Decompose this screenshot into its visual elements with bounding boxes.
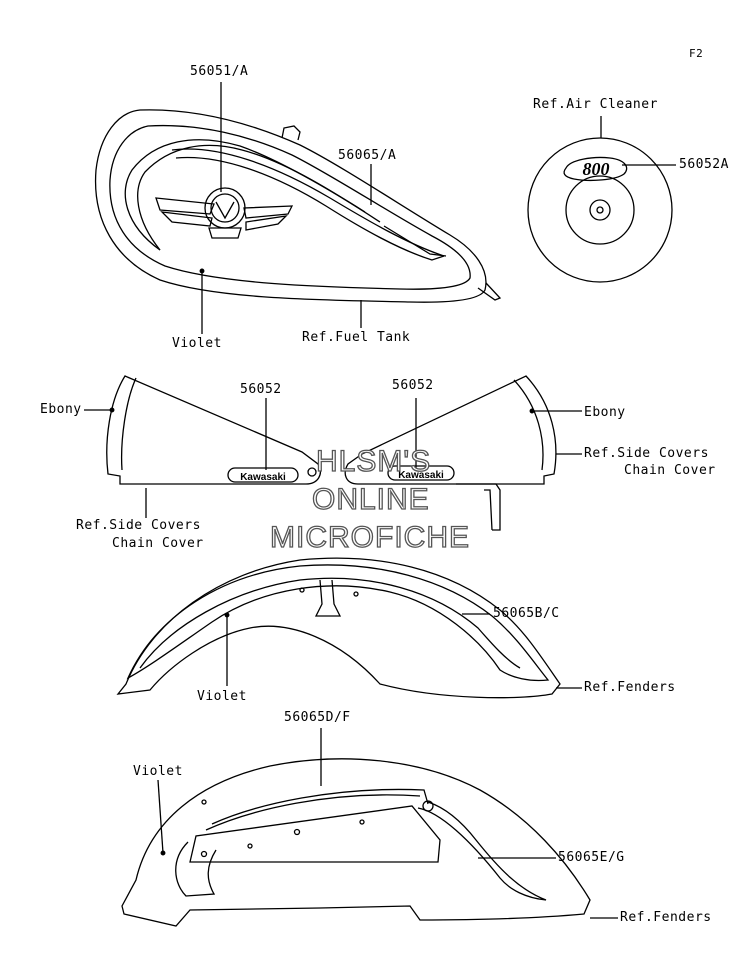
left-cover-ref-2: Chain Cover [112, 536, 204, 551]
air-cleaner-part-number: 56052A [679, 157, 729, 172]
right-cover-part-number: 56052 [392, 378, 434, 393]
rear-fender [121, 728, 618, 927]
rear-fender-ref: Ref.Fenders [620, 910, 712, 925]
air-cleaner-emblem: 800 [583, 159, 610, 179]
air-cleaner-ref: Ref.Air Cleaner [533, 97, 658, 112]
right-cover-ref-1: Ref.Side Covers [584, 446, 709, 461]
watermark-line2: ONLINE [311, 483, 430, 516]
right-side-cover [344, 375, 582, 531]
left-side-cover [84, 375, 321, 518]
left-cover-ref-1: Ref.Side Covers [76, 518, 201, 533]
rear-fender-color: Violet [133, 764, 183, 779]
air-cleaner [527, 116, 676, 283]
front-fender [116, 557, 582, 699]
left-cover-part-number: 56052 [240, 382, 282, 397]
watermark-line1: HLSM'S [315, 445, 432, 478]
front-fender-part-number: 56065B/C [493, 606, 560, 621]
left-cover-color: Ebony [40, 402, 82, 417]
watermark-line3: MICROFICHE [269, 521, 470, 554]
front-fender-ref: Ref.Fenders [584, 680, 676, 695]
kawasaki-emblem-left: Kawasaki [240, 472, 286, 483]
tank-ref: Ref.Fuel Tank [302, 330, 411, 345]
tank-color: Violet [172, 336, 222, 351]
leader-rear-violet [157, 779, 164, 854]
front-fender-color: Violet [197, 689, 247, 704]
rear-fender-part-number: 56065E/G [558, 850, 625, 865]
tank-part-number: 56051/A [190, 64, 249, 79]
right-cover-color: Ebony [584, 405, 626, 420]
kawasaki-emblem-right: Kawasaki [398, 470, 444, 481]
right-cover-ref-2: Chain Cover [624, 463, 716, 478]
rear-fender-stripe-number: 56065D/F [284, 710, 351, 725]
tank-stripe-number: 56065/A [338, 148, 397, 163]
figure-code: F2 [689, 47, 704, 60]
fuel-tank [94, 109, 502, 303]
